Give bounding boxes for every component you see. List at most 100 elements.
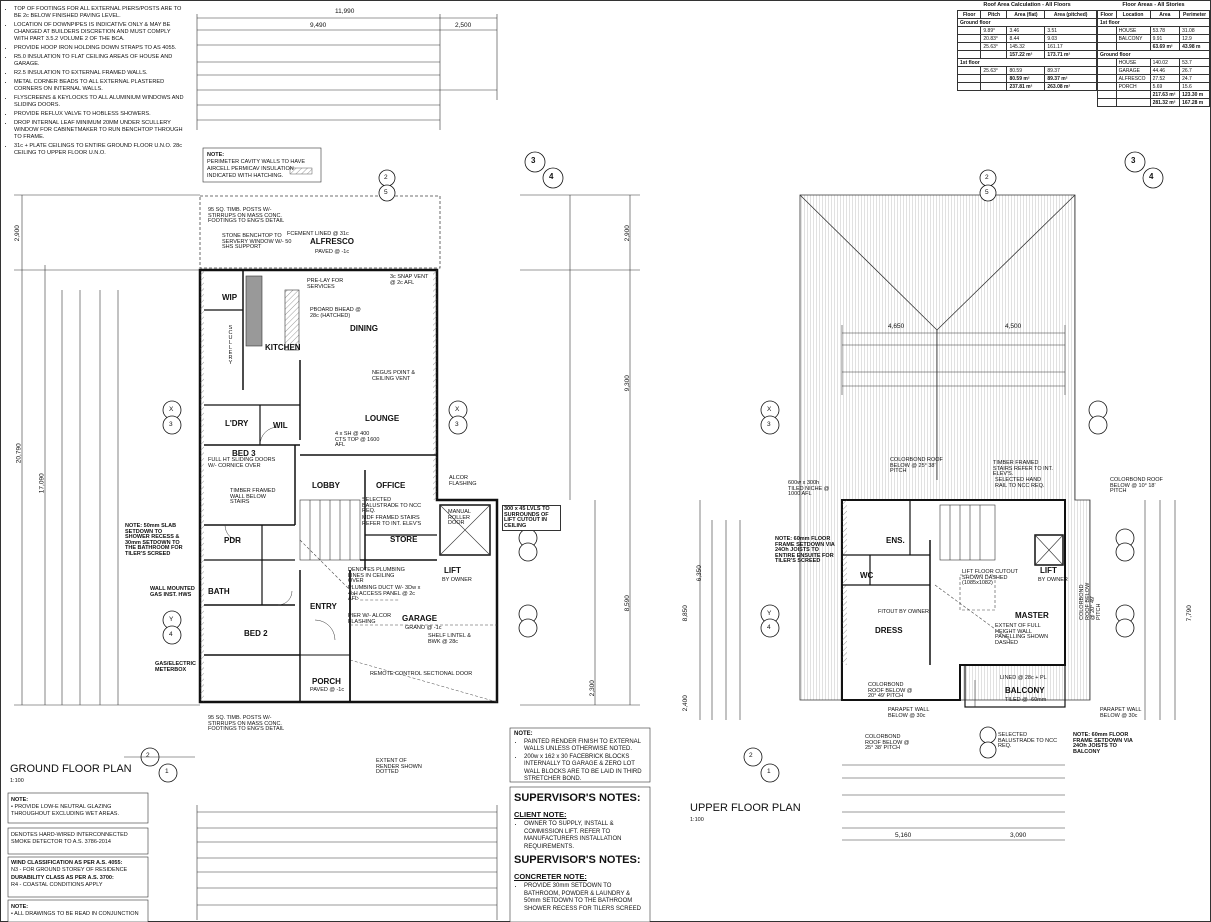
general-notes: TOP OF FOOTINGS FOR ALL EXTERNAL PIERS/P… [6, 6, 186, 159]
note-slab-setdown: NOTE: 50mm SLAB SETDOWN TO SHOWER RECESS… [125, 523, 183, 557]
table-cell [956, 66, 982, 75]
table-cell: 80.59 [1006, 66, 1046, 75]
supervisor-notes: SUPERVISOR'S NOTES: CLIENT NOTE: OWNER T… [514, 789, 647, 913]
upper-dimensions [699, 325, 1176, 841]
ground-floor-walls [198, 195, 499, 704]
room-scullery: SCULLERY [227, 325, 234, 365]
upper-marker-y: Y [767, 610, 772, 617]
table-cell: 173.71 m² [1044, 50, 1097, 59]
upper-label-roof-3: COLORBOND ROOF BELOW @ 20° 49' PITCH [868, 682, 913, 699]
upper-note-balcony: NOTE: 60mm FLOOR FRAME SETDOWN VIA 24Oh … [1073, 732, 1133, 755]
upper-label-balustrade: SELECTED BALUSTRADE TO NCC REQ. [998, 732, 1058, 749]
upper-label-handrail: SELECTED HAND RAIL TO NCC REQ. [995, 477, 1045, 489]
label-alcor: ALCOR FLASHING [449, 475, 477, 487]
dim-right-total: 9,300 [623, 375, 631, 392]
table-cell: Ground floor [1097, 50, 1210, 59]
room-alfresco: ALFRESCO [310, 237, 354, 246]
table-cell: 217.63 m² [1149, 90, 1181, 99]
room-bed3: BED 3 [232, 449, 256, 458]
table-cell: 53.78 [1149, 26, 1181, 35]
dim-left-total: 20,790 [15, 443, 23, 464]
label-sliding-doors-1: FULL HT SLIDING DOORS W/- CORNICE OVER [208, 457, 276, 469]
room-lift: LIFT [444, 566, 461, 575]
table-cell [956, 26, 982, 35]
upper-room-dress: DRESS [875, 626, 903, 635]
floor-table-title: Floor Areas - All Stories [1122, 2, 1185, 8]
dim-garage: 8,590 [623, 595, 631, 612]
table-cell [1097, 42, 1117, 51]
table-cell: 44.46 [1149, 66, 1181, 75]
label-timber-wall: TIMBER FRAMED WALL BELOW STAIRS [230, 488, 276, 505]
dim-left-a: 17,090 [38, 473, 46, 494]
room-kitchen: KITCHEN [265, 343, 301, 352]
table-cell: HOUSE [1115, 26, 1151, 35]
marker-x: X [169, 406, 174, 413]
table-cell: 1st floor [1097, 18, 1210, 27]
room-lift-sub: BY OWNER [442, 577, 472, 583]
table-cell: Location [1115, 10, 1151, 19]
room-porch-sub: PAVED @ -1c [310, 687, 345, 693]
table-cell [956, 50, 982, 59]
upper-dim-right: 4,500 [1005, 323, 1022, 330]
table-cell: 27.52 [1149, 74, 1181, 83]
table-cell [956, 82, 982, 91]
table-cell [980, 50, 1008, 59]
upper-marker-2b: 2 [749, 752, 753, 759]
dim-top-total: 11,990 [335, 8, 355, 15]
table-cell: 24.7 [1179, 74, 1210, 83]
table-cell: Area (pitched) [1044, 10, 1097, 19]
upper-label-stairs: TIMBER FRAMED STAIRS REFER TO INT. ELEV'… [993, 460, 1053, 477]
upper-floor-scale: 1:100 [690, 817, 704, 823]
marker-2: 2 [384, 174, 388, 181]
table-cell: 157.22 m² [1006, 50, 1046, 59]
label-balustrade: SELECTED BALUSTRADE TO NCC REQ. [362, 497, 422, 514]
marker-y: Y [169, 616, 174, 623]
upper-room-lift: LIFT [1040, 566, 1057, 575]
table-cell: 167.28 m [1179, 98, 1210, 107]
label-mdf-stairs: MDF FRAMED STAIRS REFER TO INT. ELEV'S [362, 515, 422, 527]
ground-bottom-dimensions [196, 805, 498, 920]
table-cell: 123.30 m [1179, 90, 1210, 99]
roof-table-title: Roof Area Calculation - All Floors [983, 2, 1071, 8]
upper-label-lined: LINED @ 28c + PL [1000, 675, 1047, 681]
upper-dim-h: 8,850 [681, 605, 689, 622]
table-cell: 26.7 [1179, 66, 1210, 75]
table-cell: 25.63° [980, 42, 1008, 51]
table-cell: Pitch [980, 10, 1008, 19]
table-cell: 12.9 [1179, 34, 1210, 43]
upper-marker-y4: 4 [767, 624, 771, 631]
table-cell: 9.03 [1044, 34, 1097, 43]
table-row: Ground floor [957, 18, 1097, 27]
marker-3: 3 [531, 156, 536, 165]
render-note: NOTE: PAINTED RENDER FINISH TO EXTERNAL … [514, 731, 647, 784]
drawings-note: NOTE:• ALL DRAWINGS TO BE READ IN CONJUN… [11, 904, 139, 918]
table-cell: 89.37 [1044, 66, 1097, 75]
upper-dim-right-h: 7,790 [1185, 605, 1193, 622]
table-cell: 15.6 [1179, 82, 1210, 91]
label-sectional-door: REMOTE CONTROL SECTIONAL DOOR [370, 671, 473, 677]
table-cell [1097, 74, 1117, 83]
classification-note: WIND CLASSIFICATION AS PER A.S. 4055:N3 … [11, 860, 128, 889]
upper-marker-5: 5 [985, 189, 989, 196]
table-cell [956, 74, 982, 83]
section-marker-shapes [140, 151, 1164, 783]
table-cell: 1st floor [957, 58, 1097, 67]
room-wil: WIL [273, 421, 288, 430]
table-cell: 8.44 [1006, 34, 1046, 43]
upper-label-panelling: EXTENT OF FULL HEIGHT WALL PANELLING SHO… [995, 623, 1049, 646]
ground-right-dimensions [520, 194, 640, 706]
room-wip: WIP [222, 293, 238, 302]
dim-right-top: 2,900 [623, 225, 631, 242]
note-lvl-surrounds: 300 x 45 LVLS TO SURROUNDS OF LIFT CUTOU… [502, 505, 561, 531]
table-cell: Floor [956, 10, 982, 19]
table-cell [1097, 98, 1117, 107]
